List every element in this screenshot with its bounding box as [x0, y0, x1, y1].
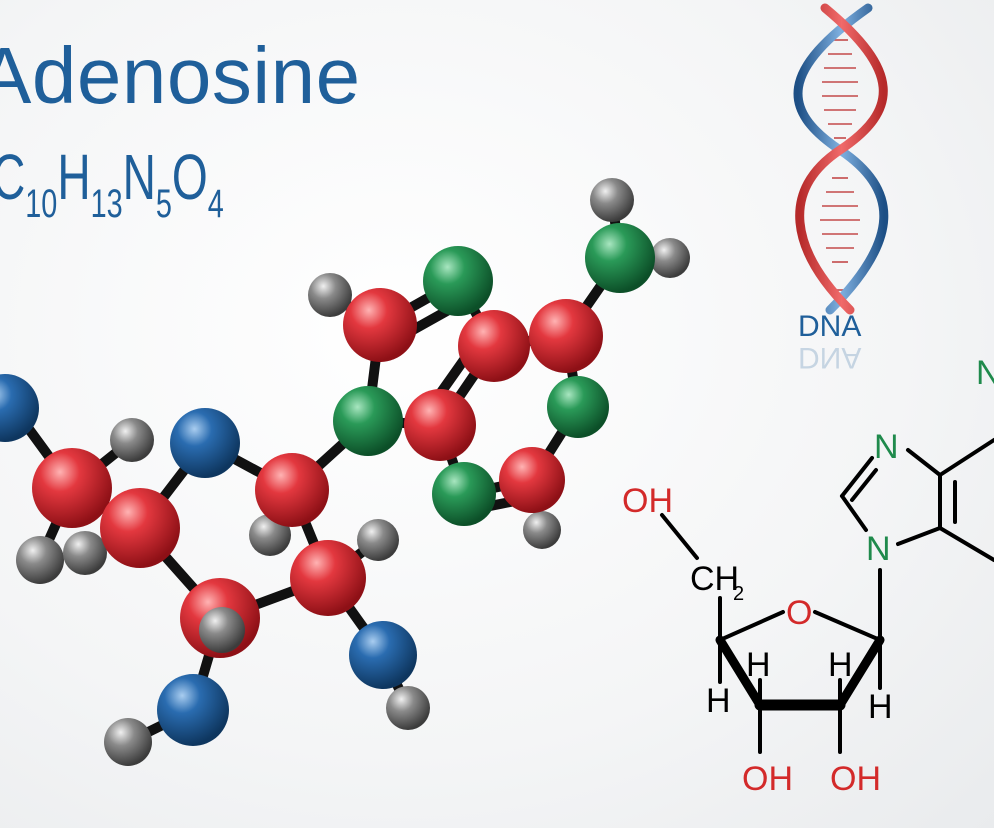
label-n-top: N — [874, 428, 899, 466]
formula-element: N — [122, 141, 156, 213]
formula-subscript: 10 — [25, 182, 58, 226]
label-n-edge: N — [976, 354, 994, 392]
formula-subscript: 5 — [155, 182, 172, 226]
atom-hydrogen — [110, 418, 154, 462]
label-ring-oxygen: O — [786, 594, 812, 632]
atom-nitrogen — [547, 376, 609, 438]
atom-carbon — [499, 447, 565, 513]
dna-label-reflection: DNA — [798, 341, 862, 374]
formula-element: C — [0, 141, 25, 213]
atom-carbon — [32, 448, 112, 528]
atom-hydrogen — [199, 607, 245, 653]
structural-formula — [660, 438, 994, 754]
atom-oxygen — [349, 621, 417, 689]
atom-carbon — [529, 299, 603, 373]
dna-label: DNA — [798, 310, 862, 343]
atom-carbon — [458, 310, 530, 382]
label-n-bottom: N — [866, 530, 891, 568]
label-hydroxyl-bottom-left: OH — [742, 760, 793, 798]
structural-labels: OH CH 2 O H H H H OH OH N N N — [622, 354, 994, 798]
atom-nitrogen — [423, 246, 493, 316]
formula-element: H — [57, 141, 91, 213]
label-hydroxyl-bottom-right: OH — [830, 760, 881, 798]
page-title: Adenosine — [0, 31, 361, 120]
formula-subscript: 13 — [90, 182, 123, 226]
atom-hydrogen — [590, 178, 634, 222]
atom-nitrogen — [333, 386, 403, 456]
molecular-formula: C10H13N5O4 — [0, 145, 224, 224]
label-ch2: CH — [690, 560, 739, 598]
atom-carbon — [255, 453, 329, 527]
formula-element: O — [171, 141, 208, 213]
atom-oxygen — [170, 408, 240, 478]
atom-hydrogen — [386, 686, 430, 730]
atom-carbon — [404, 389, 476, 461]
atom-hydrogen — [650, 238, 690, 278]
label-h-right: H — [868, 688, 893, 726]
atom-hydrogen — [308, 273, 352, 317]
dna-helix-icon — [793, 3, 889, 315]
formula-subscript: 4 — [207, 182, 224, 226]
atom-hydrogen — [16, 536, 64, 584]
atom-carbon — [343, 288, 417, 362]
atom-carbon — [100, 488, 180, 568]
atom-hydrogen — [357, 519, 399, 561]
label-h-left: H — [706, 682, 731, 720]
label-ch2-sub: 2 — [733, 583, 744, 605]
label-h-inner-right: H — [828, 646, 853, 684]
atom-carbon — [290, 540, 366, 616]
atom-nitrogen — [432, 462, 496, 526]
atom-nitrogen — [585, 223, 655, 293]
atom-oxygen — [0, 374, 39, 442]
atom-hydrogen — [523, 511, 561, 549]
atom-hydrogen — [63, 531, 107, 575]
label-h-inner-left: H — [746, 646, 771, 684]
atom-oxygen — [157, 674, 229, 746]
ball-stick-atoms — [0, 178, 690, 766]
atom-hydrogen — [104, 718, 152, 766]
label-hydroxyl-top: OH — [622, 482, 673, 520]
